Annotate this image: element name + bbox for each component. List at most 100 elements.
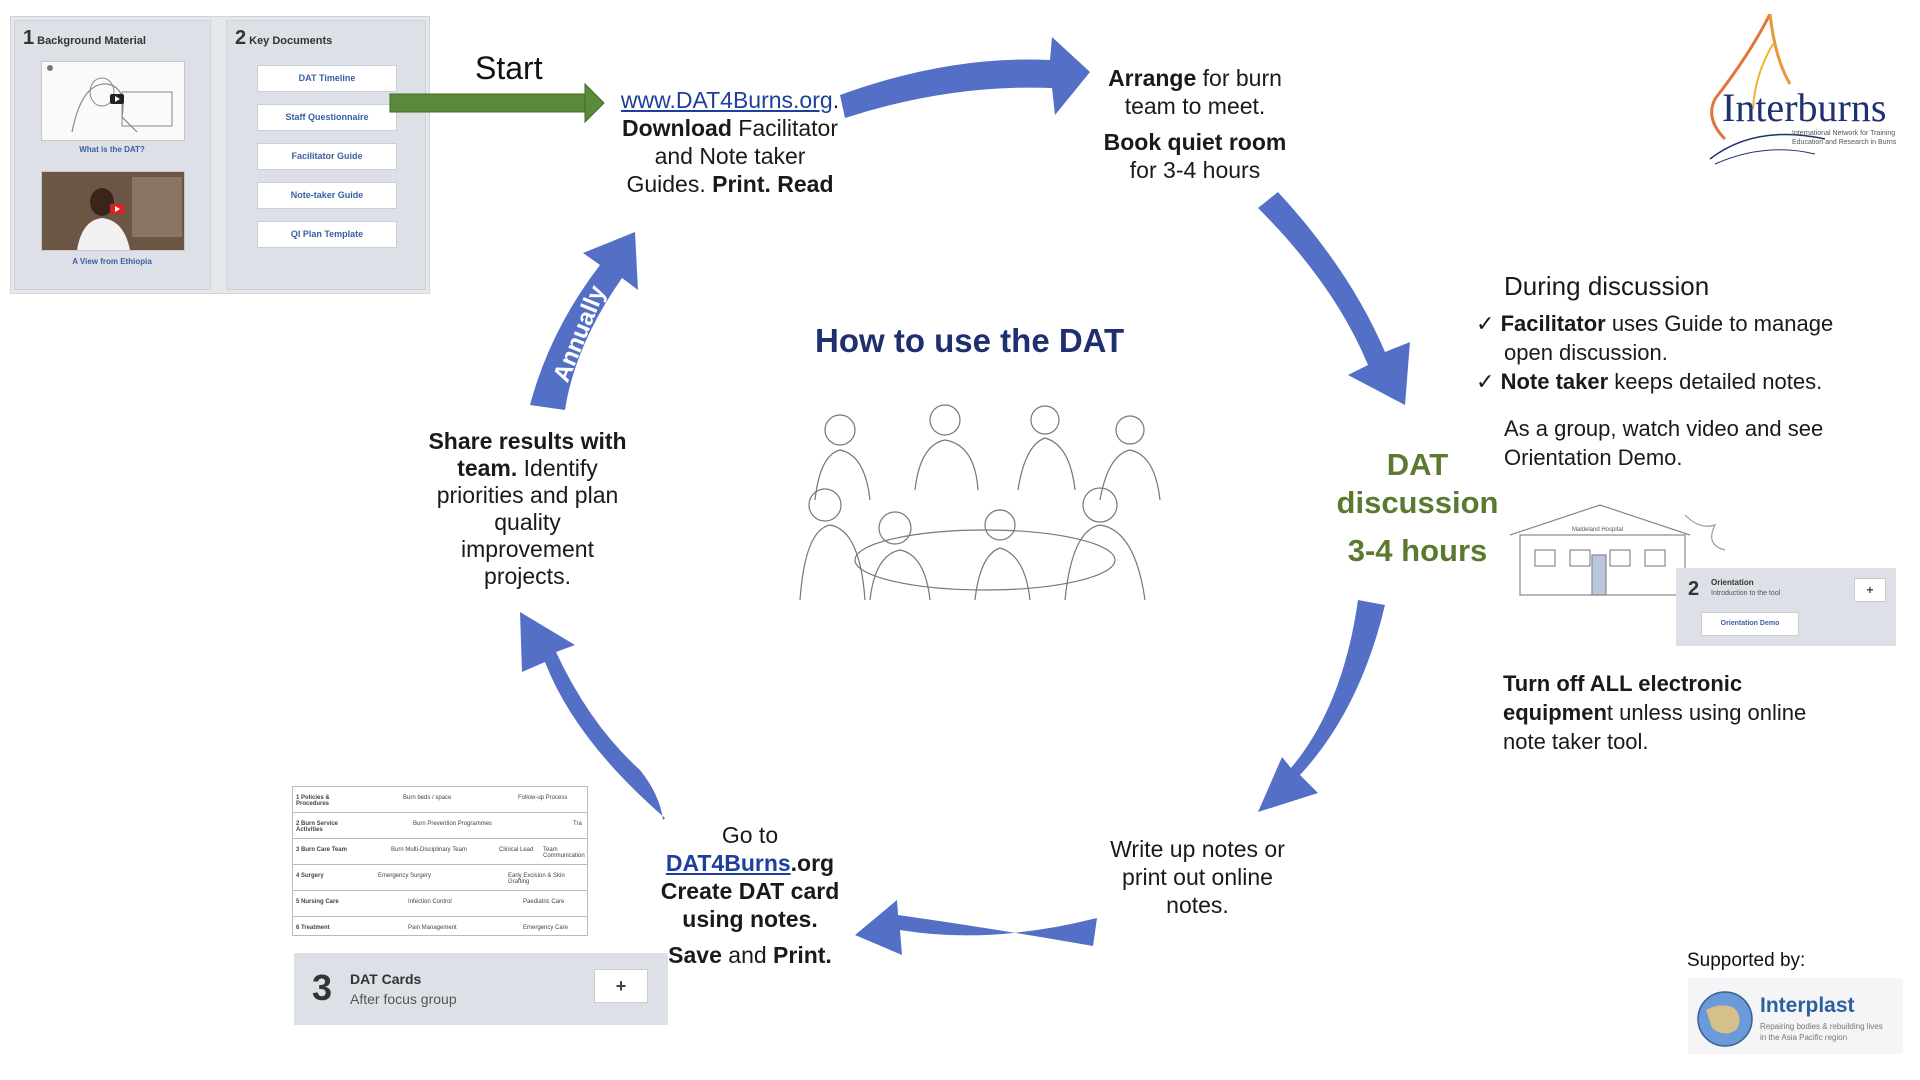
hospital-sign: Maldeland Hospital [1572, 527, 1624, 533]
center-title: How to use the DAT [815, 322, 1125, 359]
go-to-line3: Create DAT card [660, 878, 840, 904]
dat-cards-number: 3 [312, 967, 333, 1008]
row-cell: Burn Multi-Disciplinary Team [391, 847, 467, 853]
row-cell: Burn Prevention Programmes [413, 821, 493, 827]
dat-discussion-l1: DAT [1386, 447, 1449, 482]
doc-button-facilitator-guide[interactable]: Facilitator Guide [257, 143, 397, 170]
share-line3: priorities and plan [436, 482, 619, 508]
dat4burns-link[interactable]: www.DAT4Burns.org [620, 87, 833, 113]
print-read-bold: Print. Read [712, 171, 834, 197]
table-row: 2 Burn Service Activities Burn Preventio… [293, 813, 587, 839]
dat-card-table: 1 Policies & Procedures Burn beds / spac… [292, 786, 588, 936]
interplast-name: Interplast [1760, 994, 1855, 1017]
share-line6: projects. [484, 563, 571, 589]
interburns-tagline2: Education and Research in Burns [1792, 139, 1897, 146]
panel-number: 1 [23, 27, 35, 49]
facilitator-bold: Facilitator [1500, 311, 1606, 336]
dat4burns-link-bottom[interactable]: DAT4Burns [665, 850, 791, 876]
sketch-hospital-image [1509, 504, 1726, 596]
row-cell: Emergency Surgery [378, 873, 432, 879]
book-room-bold: Book quiet room [1103, 129, 1287, 155]
turn-off-bold: equipmen [1503, 700, 1607, 725]
go-to-line4: using notes. [682, 906, 818, 932]
arrow-lower-left [520, 612, 665, 820]
step-share-results: Share results with team. Identify priori… [420, 428, 635, 590]
row-cell: Burn beds / space [403, 795, 452, 801]
step-download: www.DAT4Burns.org. Download Facilitator … [600, 86, 860, 198]
item1-rest: uses Guide to manage [1605, 311, 1834, 336]
download-rest: Facilitator [731, 115, 838, 141]
checkmark-icon: ✓ [1476, 369, 1495, 394]
hospital-illustration: Maldeland Hospital [1500, 495, 1730, 605]
arrow-annually [530, 232, 638, 410]
orientation-expand-button[interactable]: + [1854, 578, 1886, 602]
dat-cards-expand-button[interactable]: + [594, 969, 648, 1003]
doc-button-qi-plan-template[interactable]: QI Plan Template [257, 221, 397, 248]
write-up-line2: print out online [1122, 864, 1273, 890]
table-row: 1 Policies & Procedures Burn beds / spac… [293, 787, 587, 813]
step-arrange: Arrange for burn team to meet. Book quie… [1090, 64, 1300, 184]
dat-cards-subtitle: After focus group [350, 991, 457, 1007]
download-line2: and Note taker [654, 143, 806, 169]
write-up-line3: notes. [1166, 892, 1229, 918]
row-cell: Team Communication [543, 847, 585, 859]
thumb2-caption[interactable]: A View from Ethiopia [72, 257, 152, 266]
arrow-top [840, 37, 1090, 118]
sketch-people-at-table-image [799, 404, 1161, 601]
doc-button-staff-questionnaire[interactable]: Staff Questionnaire [257, 104, 397, 131]
arrange-rest: for burn [1196, 65, 1282, 91]
download-line3: Guides. [626, 171, 713, 197]
globe-icon [1697, 991, 1753, 1047]
turn-off-line3: note taker tool. [1503, 729, 1649, 754]
orientation-card: 2 Orientation Introduction to the tool O… [1676, 568, 1896, 646]
save-bold: Save [668, 942, 722, 968]
go-to-line1: Go to [721, 822, 779, 848]
orientation-demo-button[interactable]: Orientation Demo [1701, 612, 1799, 636]
write-up-line1: Write up notes or [1110, 836, 1285, 862]
share-team-bold: team. [457, 455, 518, 481]
during-discussion-block: During discussion ✓ Facilitator uses Gui… [1476, 272, 1896, 472]
interburns-tagline1: International Network for Training [1792, 130, 1896, 137]
note-taker-bold: Note taker [1500, 369, 1609, 394]
checkmark-icon: ✓ [1476, 311, 1495, 336]
interburns-logo: Interburns International Network for Tra… [1695, 13, 1915, 174]
table-row: 4 Surgery Emergency Surgery Early Excisi… [293, 865, 587, 891]
orientation-title: Orientation [1711, 578, 1754, 587]
row-label: 5 Nursing Care [296, 899, 339, 905]
during-item2: ✓ Note taker keeps detailed notes. [1476, 367, 1896, 396]
row-label: 1 Policies & Procedures [296, 795, 330, 807]
video-thumbnail-ethiopia[interactable] [41, 171, 185, 251]
table-row: 5 Nursing Care Infection Control Paediat… [293, 891, 587, 917]
arrow-bottom [855, 900, 1097, 955]
during-item1-cont: open discussion. [1504, 340, 1668, 365]
panel-number: 2 [235, 27, 247, 49]
row-cell: Follow-up Process [518, 795, 568, 801]
dat-discussion-l2: discussion [1336, 485, 1499, 520]
org-text: .org [790, 850, 835, 876]
arrange-line2: team to meet. [1124, 93, 1266, 119]
thumb1-caption[interactable]: What is the DAT? [79, 145, 145, 154]
interplast-logo: Interplast Repairing bodies & rebuilding… [1688, 978, 1903, 1054]
start-label: Start [475, 50, 543, 86]
row-label: 6 Treatment [296, 925, 330, 931]
panel-title-text: Key Documents [249, 35, 333, 47]
turn-off-line1: Turn off ALL electronic [1503, 671, 1743, 696]
orientation-subtitle: Introduction to the tool [1711, 590, 1781, 597]
share-line5: improvement [461, 536, 594, 562]
during-item1: ✓ Facilitator uses Guide to manage [1476, 309, 1896, 338]
video-thumbnail-what-is-dat[interactable] [41, 61, 185, 141]
share-line4: quality [494, 509, 561, 535]
interplast-tag1: Repairing bodies & rebuilding lives [1760, 1022, 1883, 1031]
doc-button-note-taker-guide[interactable]: Note-taker Guide [257, 182, 397, 209]
doc-button-dat-timeline[interactable]: DAT Timeline [257, 65, 397, 92]
row-cell: Clinical Lead [499, 847, 534, 853]
row-cell: Infection Control [408, 899, 452, 905]
item2-rest: keeps detailed notes. [1608, 369, 1823, 394]
row-cell: Tra [573, 821, 582, 827]
arrow-lower-right [1258, 600, 1385, 812]
